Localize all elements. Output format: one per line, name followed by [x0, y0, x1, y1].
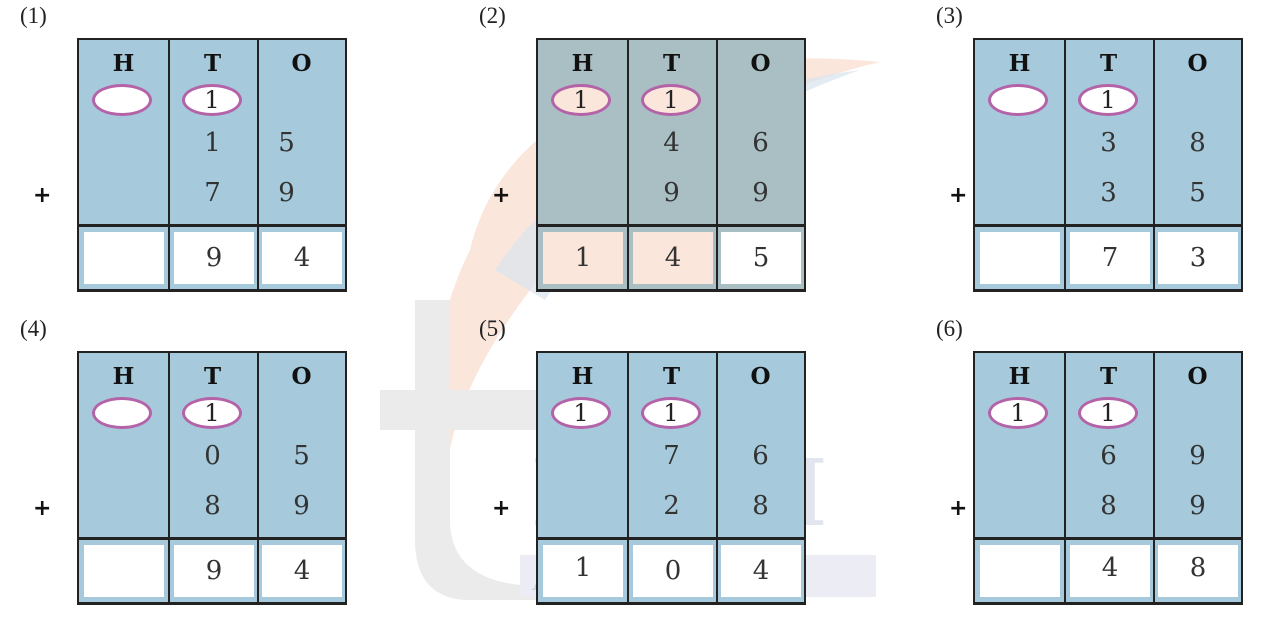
header-hundreds: H [1008, 50, 1031, 77]
carry-tens[interactable]: 1 [182, 397, 242, 429]
plus-sign: + [492, 496, 511, 521]
answer-hundreds-box[interactable] [84, 232, 164, 284]
header-tens: T [1099, 363, 1118, 390]
header-ones: O [1187, 363, 1208, 390]
addend2-tens: 8 [204, 491, 221, 521]
header-tens: T [662, 363, 681, 390]
addend2-ones: 9 [752, 178, 769, 208]
answer-ones-box[interactable]: 4 [721, 545, 801, 597]
addend1-tens: 7 [663, 441, 680, 471]
plus-sign: + [33, 183, 52, 208]
addend2-tens: 2 [663, 491, 680, 521]
header-tens: T [203, 363, 222, 390]
answer-hundreds-box[interactable] [980, 232, 1060, 284]
header-hundreds: H [571, 363, 594, 390]
addend1-ones: 8 [1189, 128, 1206, 158]
addend1-ones: 6 [752, 441, 769, 471]
carry-hundreds[interactable] [92, 397, 152, 429]
header-hundreds: H [112, 363, 135, 390]
header-ones: O [291, 50, 312, 77]
header-ones: O [291, 363, 312, 390]
carry-hundreds[interactable] [988, 84, 1048, 116]
answer-ones-box[interactable]: 4 [262, 545, 342, 597]
problem-1: (1) + H T O 1 1 5 7 9 9 4 [20, 3, 350, 303]
problem-4: (4) + H T O 1 0 5 8 9 9 4 [20, 316, 350, 616]
addend1-ones: 5 [278, 128, 295, 158]
addend2-ones: 9 [293, 491, 310, 521]
addend1-ones: 9 [1189, 441, 1206, 471]
plus-sign: + [949, 496, 968, 521]
place-value-table: H T O 1 1 6 9 8 9 4 8 [973, 351, 1243, 605]
carry-tens[interactable]: 1 [641, 397, 701, 429]
problem-label: (1) [20, 3, 47, 28]
answer-hundreds-box[interactable] [84, 545, 164, 597]
carry-hundreds[interactable]: 1 [551, 84, 611, 116]
problem-5: (5) + H T O 1 1 7 6 2 8 1 0 4 [479, 316, 809, 616]
place-value-table: H T O 1 1 5 7 9 9 4 [77, 38, 347, 292]
place-value-table: H T O 1 1 4 6 9 9 1 4 5 [536, 38, 806, 292]
header-tens: T [1099, 50, 1118, 77]
problem-label: (2) [479, 3, 506, 28]
header-tens: T [203, 50, 222, 77]
addend1-ones: 6 [752, 128, 769, 158]
problem-6: (6) + H T O 1 1 6 9 8 9 4 8 [936, 316, 1263, 616]
addend1-ones: 5 [293, 441, 310, 471]
place-value-table: H T O 1 3 8 3 5 7 3 [973, 38, 1243, 292]
carry-hundreds[interactable]: 1 [988, 397, 1048, 429]
addend2-tens: 7 [204, 178, 221, 208]
carry-tens[interactable]: 1 [641, 84, 701, 116]
answer-ones-box[interactable]: 5 [721, 232, 801, 284]
header-hundreds: H [571, 50, 594, 77]
answer-hundreds-box[interactable]: 1 [543, 545, 623, 597]
answer-ones-box[interactable]: 3 [1158, 232, 1238, 284]
addend2-tens: 3 [1100, 178, 1117, 208]
carry-tens[interactable]: 1 [182, 84, 242, 116]
problem-label: (6) [936, 316, 963, 341]
problem-2: (2) + H T O 1 1 4 6 9 9 1 4 5 [479, 3, 809, 303]
addend1-tens: 3 [1100, 128, 1117, 158]
carry-hundreds[interactable] [92, 84, 152, 116]
carry-hundreds[interactable]: 1 [551, 397, 611, 429]
problem-label: (3) [936, 3, 963, 28]
place-value-table: H T O 1 0 5 8 9 9 4 [77, 351, 347, 605]
addend2-ones: 8 [752, 491, 769, 521]
addend1-tens: 0 [204, 441, 221, 471]
plus-sign: + [492, 183, 511, 208]
addend2-tens: 9 [663, 178, 680, 208]
addend1-tens: 4 [663, 128, 680, 158]
addend1-tens: 6 [1100, 441, 1117, 471]
answer-tens-box[interactable]: 0 [633, 545, 713, 597]
problem-label: (5) [479, 316, 506, 341]
answer-tens-box[interactable]: 4 [1070, 545, 1150, 597]
answer-hundreds-box[interactable] [980, 545, 1060, 597]
place-value-table: H T O 1 1 7 6 2 8 1 0 4 [536, 351, 806, 605]
header-ones: O [750, 50, 771, 77]
header-hundreds: H [1008, 363, 1031, 390]
answer-tens-box[interactable]: 9 [174, 545, 254, 597]
carry-tens[interactable]: 1 [1078, 397, 1138, 429]
answer-ones-box[interactable]: 8 [1158, 545, 1238, 597]
answer-tens-box[interactable]: 7 [1070, 232, 1150, 284]
problem-3: (3) + H T O 1 3 8 3 5 7 3 [936, 3, 1263, 303]
answer-hundreds-box[interactable]: 1 [543, 232, 623, 284]
header-tens: T [662, 50, 681, 77]
problem-label: (4) [20, 316, 47, 341]
plus-sign: + [949, 183, 968, 208]
answer-tens-box[interactable]: 9 [174, 232, 254, 284]
plus-sign: + [33, 496, 52, 521]
addend2-tens: 8 [1100, 491, 1117, 521]
answer-tens-box[interactable]: 4 [633, 232, 713, 284]
addend1-tens: 1 [204, 128, 221, 158]
carry-tens[interactable]: 1 [1078, 84, 1138, 116]
header-ones: O [750, 363, 771, 390]
header-hundreds: H [112, 50, 135, 77]
header-ones: O [1187, 50, 1208, 77]
addend2-ones: 9 [278, 178, 295, 208]
answer-ones-box[interactable]: 4 [262, 232, 342, 284]
addend2-ones: 5 [1189, 178, 1206, 208]
addend2-ones: 9 [1189, 491, 1206, 521]
